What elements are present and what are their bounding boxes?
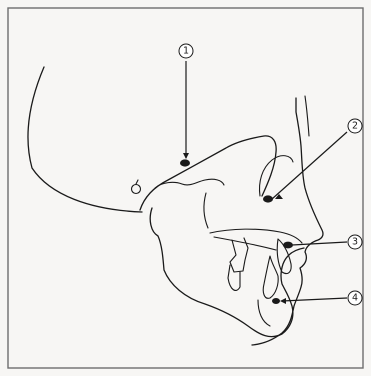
pointer-2 — [272, 132, 347, 199]
landmark-3-dot — [283, 242, 293, 249]
label-3-text: 3 — [352, 237, 358, 248]
label-1: 1 — [179, 44, 193, 58]
landmark-4-dot — [272, 298, 280, 304]
porion-tick — [136, 180, 138, 184]
sella-contour — [155, 179, 224, 188]
pterygomaxillary-fissure — [204, 193, 208, 228]
pointer-4-arrowhead — [280, 298, 286, 304]
occlusal-contour — [214, 237, 276, 250]
palatal-plane — [210, 229, 302, 243]
label-1-text: 1 — [183, 46, 189, 57]
pointer-1-arrowhead — [183, 153, 189, 159]
nasal-bone — [305, 96, 309, 136]
label-2-text: 2 — [352, 121, 358, 132]
label-4-text: 4 — [352, 293, 358, 304]
mandible-outline — [150, 208, 304, 337]
pointer-3 — [292, 242, 347, 245]
soft-tissue-profile — [252, 98, 323, 345]
symphysis-inner — [258, 300, 270, 326]
porion-ring — [132, 185, 141, 194]
skull-outline — [28, 67, 142, 212]
label-2: 2 — [348, 119, 362, 133]
lower-incisor — [263, 256, 278, 298]
landmark-1-dot — [180, 159, 190, 166]
lower-molar — [228, 265, 240, 290]
pointer-4 — [282, 298, 347, 301]
label-3: 3 — [348, 235, 362, 249]
landmark-2-dot — [263, 195, 273, 202]
label-4: 4 — [348, 291, 362, 305]
cranial-base — [140, 136, 276, 210]
